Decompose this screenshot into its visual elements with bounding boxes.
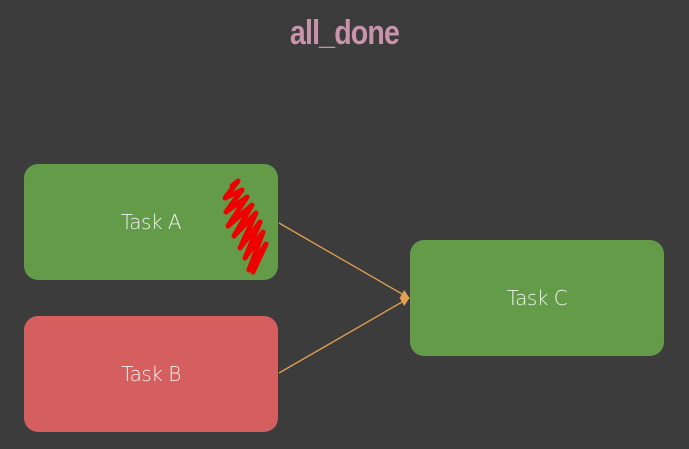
node-task-c[interactable]: Task C bbox=[410, 240, 664, 356]
edge-task-b-to-task-c bbox=[278, 297, 410, 374]
node-task-a[interactable]: Task A bbox=[24, 164, 278, 280]
node-task-b[interactable]: Task B bbox=[24, 316, 278, 432]
edge-task-a-to-task-c bbox=[278, 222, 410, 299]
diagram-title: all_done bbox=[289, 14, 400, 52]
node-label-task-c: Task C bbox=[506, 286, 568, 310]
node-label-task-a: Task A bbox=[120, 210, 182, 234]
node-label-task-b: Task B bbox=[121, 362, 181, 386]
